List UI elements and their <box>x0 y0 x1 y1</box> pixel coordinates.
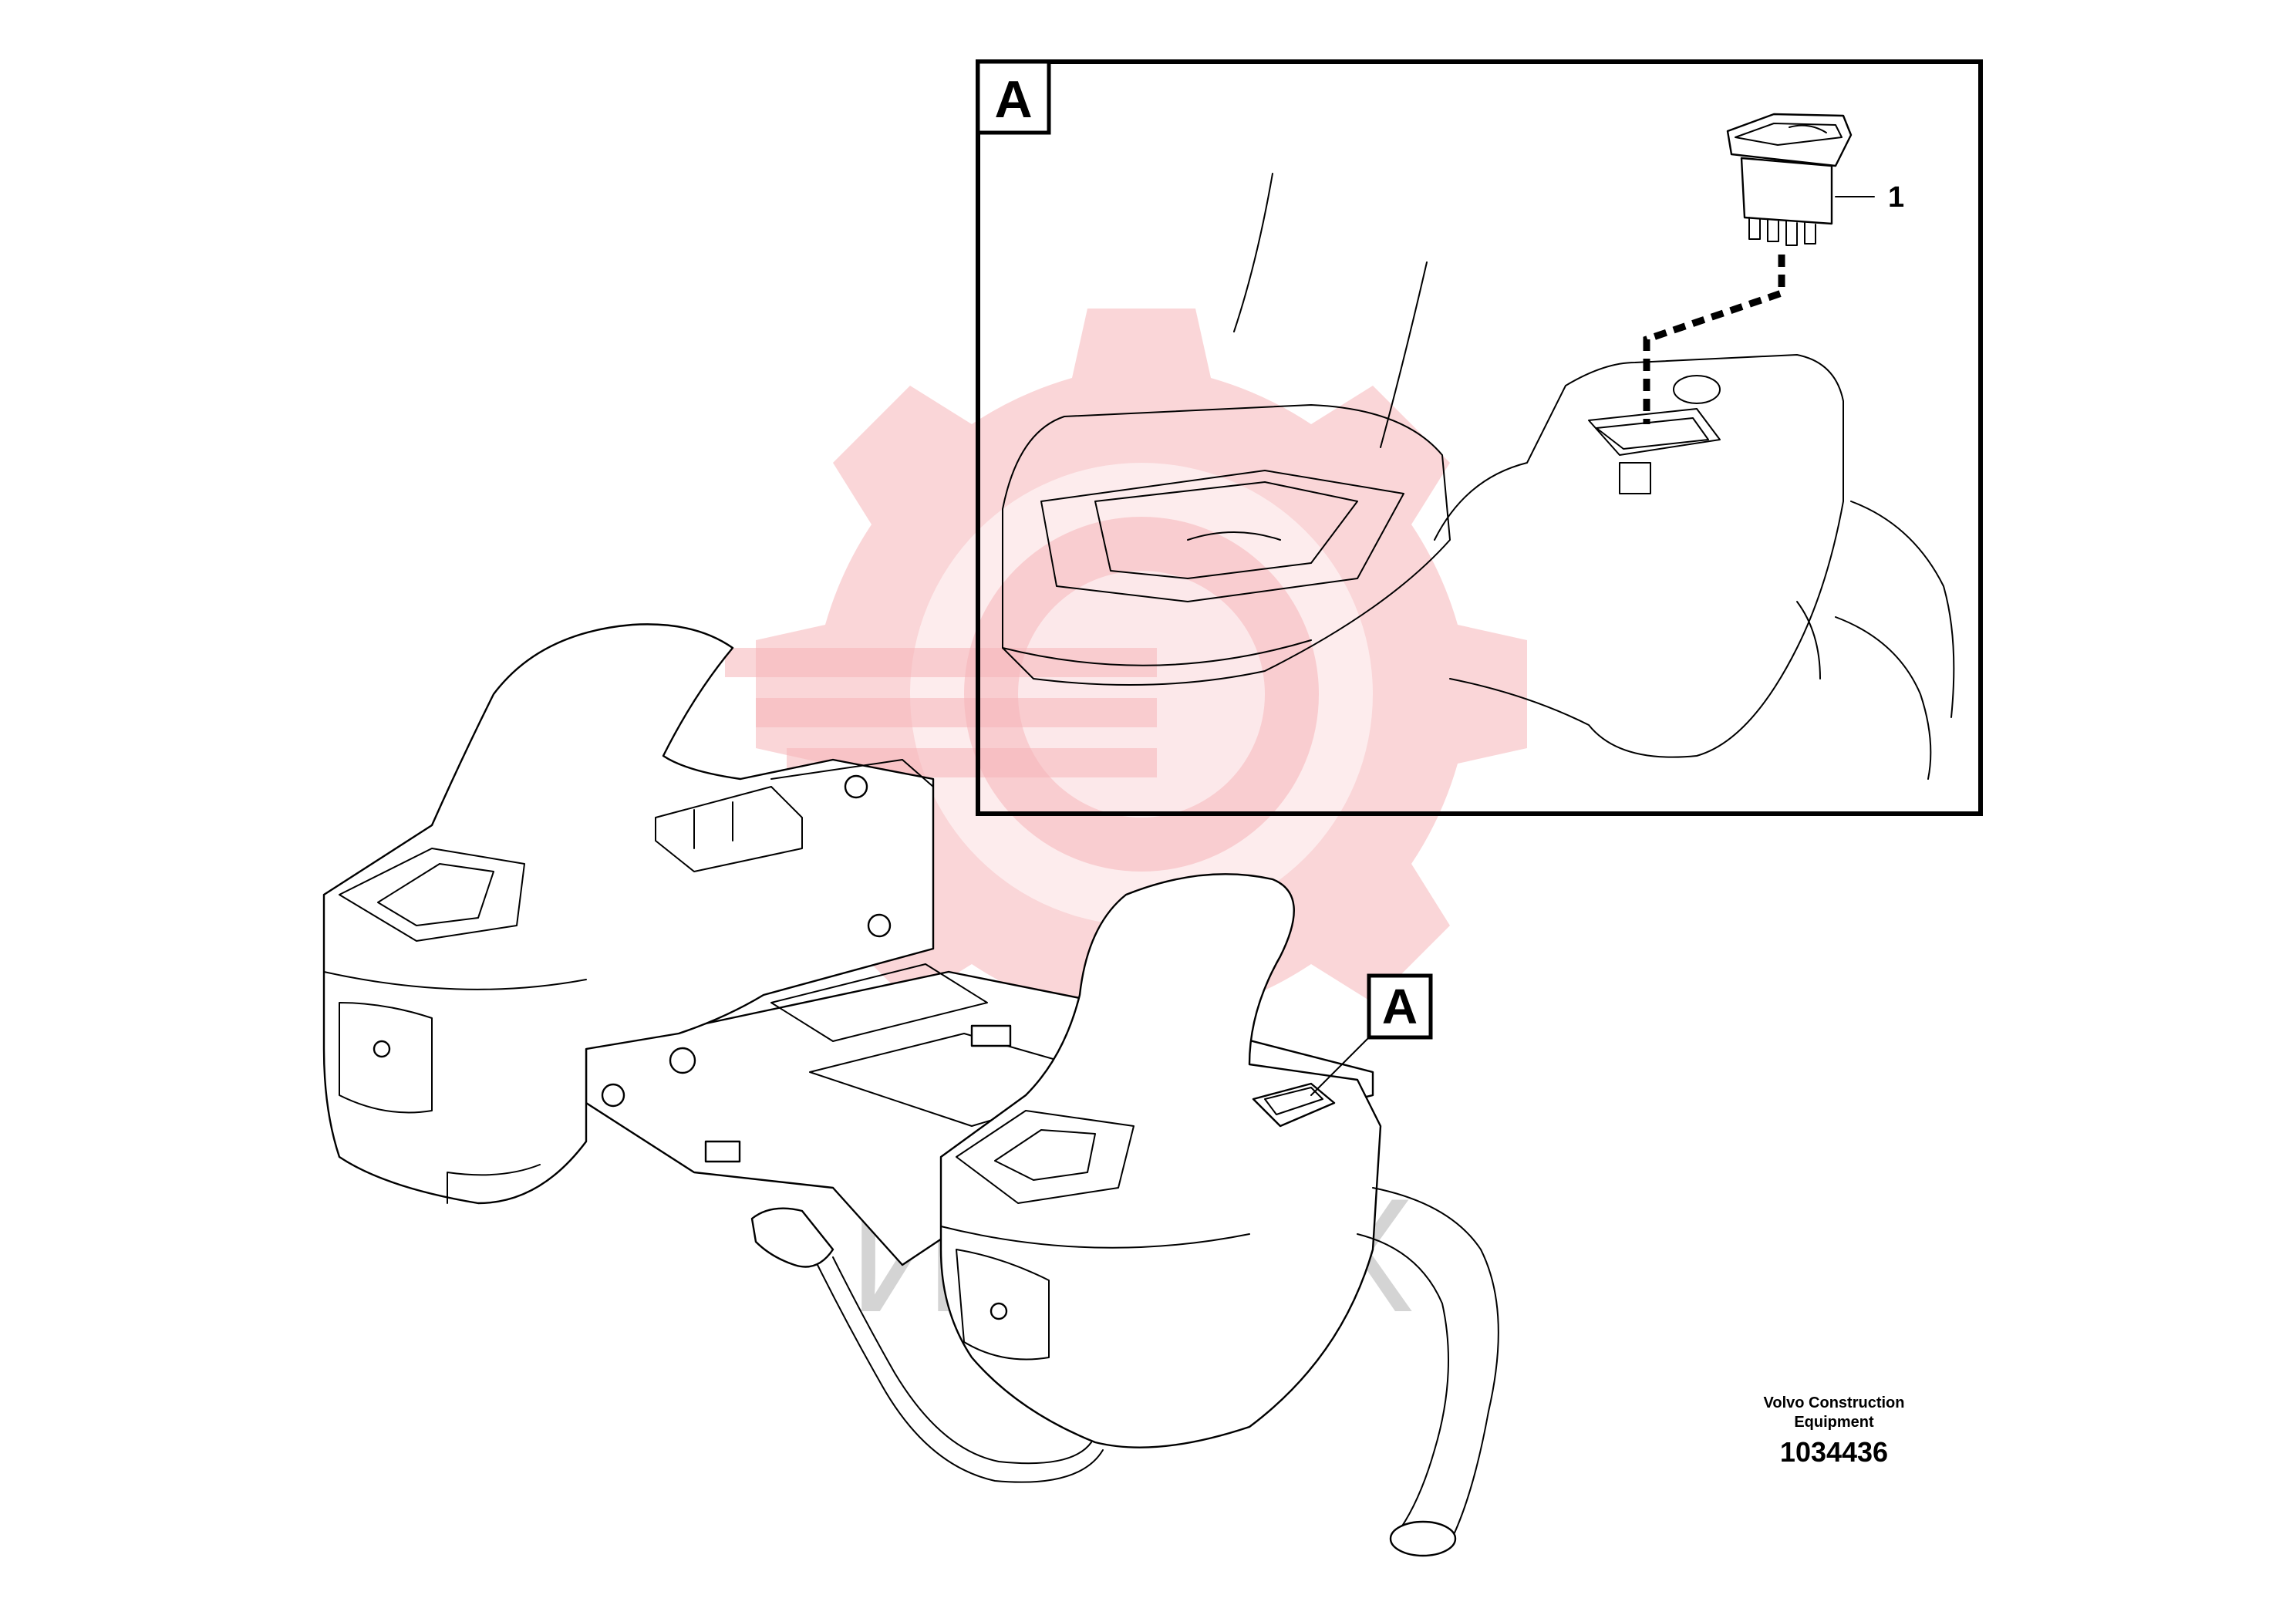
control-console-assembly <box>322 623 1499 1557</box>
callout-label-text: A <box>1382 979 1418 1034</box>
publisher-line-2: Equipment <box>1794 1414 1874 1431</box>
right-console <box>939 873 1382 1448</box>
part-number-label: 1 <box>1888 181 1904 214</box>
drawing-number: 1034436 <box>1780 1436 1888 1468</box>
detail-console <box>1002 173 1955 780</box>
callout-label-a: A <box>1367 973 1433 1040</box>
detail-view-a: A 1 <box>976 59 1983 816</box>
title-block: Volvo Construction Equipment 1034436 <box>1764 1394 1905 1468</box>
watermark-gear-icon <box>725 309 1527 1080</box>
detail-view-label: A <box>994 70 1032 129</box>
armrest-tube <box>1372 1187 1499 1543</box>
rocker-switch-icon <box>1726 113 1853 246</box>
publisher-line-1: Volvo Construction <box>1764 1394 1905 1411</box>
hydraulic-hose <box>817 1264 1104 1483</box>
console-switch-location <box>1252 1082 1336 1128</box>
left-console <box>322 623 935 1205</box>
callout-leader <box>1310 1037 1370 1096</box>
connection-dashed-line <box>1643 255 1785 424</box>
